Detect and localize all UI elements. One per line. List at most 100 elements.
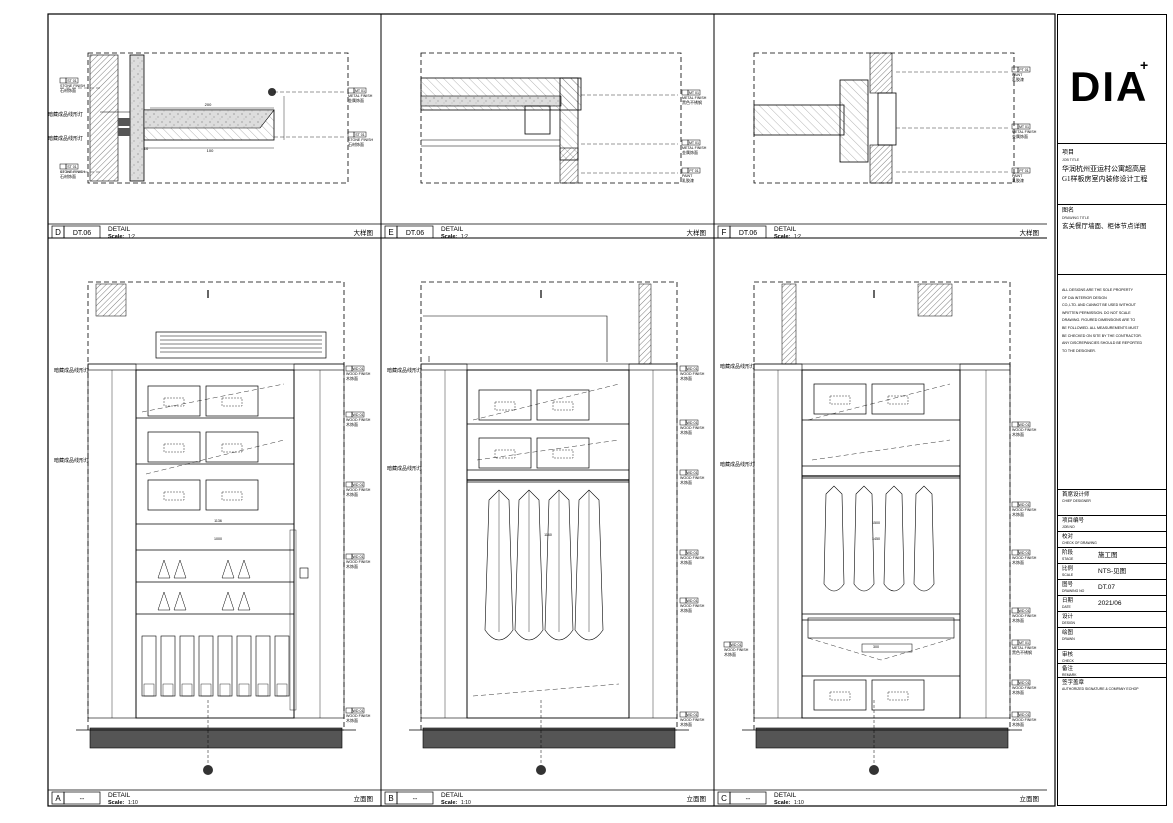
tag-en: STONE FINISH xyxy=(60,84,85,88)
tag-code-box xyxy=(687,89,701,96)
tag-code-box xyxy=(1017,679,1031,686)
shirt xyxy=(823,485,845,592)
tag-code-box xyxy=(353,131,367,138)
project-line-1: 华润杭州亚运村公寓超高层 xyxy=(1062,165,1146,173)
row-label: 备注 xyxy=(1062,666,1074,672)
caption-ref-box xyxy=(63,791,101,805)
tag-cn: 木饰面 xyxy=(680,559,692,565)
caption-scale-label: Scale: xyxy=(774,800,790,806)
tag-code: ST 01 xyxy=(355,133,365,137)
tag-code: PT 01 xyxy=(1019,68,1029,72)
tag-en: STONE FINISH xyxy=(348,138,373,142)
storage-box xyxy=(871,679,925,711)
tag-en: WOOD FINISH xyxy=(346,418,371,422)
light-label: 暗藏成品线形灯 xyxy=(720,461,755,468)
tag-box xyxy=(347,87,355,94)
storage-box xyxy=(478,437,532,469)
tag-code: WD 01 xyxy=(1019,713,1030,717)
tag-code-box xyxy=(687,139,701,146)
dim-label: 300 xyxy=(873,645,879,649)
note-line: WRITTEN PERMISSION. DO NOT SCALE xyxy=(1062,310,1131,315)
tag-code: PT 01 xyxy=(1019,169,1029,173)
logo-text: DIA xyxy=(1070,63,1149,110)
dim-label: 1450 xyxy=(872,537,880,541)
caption-title: DETAIL xyxy=(108,226,131,233)
project-section: 项目 JOB TITLE 华润杭州亚运村公寓超高层 G1样板房室内装修设计工程 xyxy=(1058,143,1166,205)
note-line: BE FOLLOWED. ALL MEASUREMENTS MUST xyxy=(1062,325,1139,330)
tag-code-box xyxy=(351,365,365,372)
row-value: 施工图 xyxy=(1098,552,1118,559)
tag-cn: 石材饰面 xyxy=(60,173,76,179)
row-value: DT.07 xyxy=(1098,584,1115,591)
note-line: BE CHECKED ON SITE BY THE CONTRACTOR. xyxy=(1062,333,1142,338)
tag-cn: 黑色不锈钢 xyxy=(682,99,702,105)
caption-title: DETAIL xyxy=(774,226,797,233)
title-block: DIA + 项目 JOB TITLE 华润杭州亚运村公寓超高层 G1样板房室内装… xyxy=(1057,14,1167,806)
tag-code-box xyxy=(685,469,699,476)
tag-code-box xyxy=(1017,66,1031,73)
note-line: OF DIA INTERIOR DESIGN xyxy=(1062,295,1107,300)
row-label-en: JOB NO xyxy=(1062,525,1075,529)
row-label: 设计 xyxy=(1062,614,1074,620)
tag-code-box xyxy=(1017,167,1031,174)
tag-cn: 木饰面 xyxy=(1012,617,1024,623)
tag-code-box xyxy=(685,549,699,556)
dim-label: 1000 xyxy=(214,537,222,541)
tag-code-box xyxy=(1017,501,1031,508)
caption-ref: DT.06 xyxy=(739,230,757,237)
project-label-en: JOB TITLE xyxy=(1062,158,1080,162)
tag-en: WOOD FINISH xyxy=(680,718,705,722)
tag-box xyxy=(723,641,731,648)
caption-title: DETAIL xyxy=(441,792,464,799)
caption-ref: -- xyxy=(413,796,418,803)
tag-code: MT 01 xyxy=(1019,125,1029,129)
shirt xyxy=(883,485,905,592)
tag-en: STONE FINISH xyxy=(60,170,85,174)
tag-box xyxy=(345,365,353,372)
note-line: TO THE DESIGNER. xyxy=(1062,348,1096,353)
tag-en: WOOD FINISH xyxy=(680,604,705,608)
caption-title: DETAIL xyxy=(108,792,131,799)
light-label: 暗藏成品线形灯 xyxy=(48,135,83,142)
coat xyxy=(484,489,514,641)
row-label-en: SCALE xyxy=(1062,573,1074,577)
tag-code-box xyxy=(351,411,365,418)
drawing-title-section: 图名 DRAWING TITLE 玄关餐厅墙面、柜体节点详图 xyxy=(1058,204,1166,275)
caption-scale: 1:2 xyxy=(461,234,468,240)
light-label: 暗藏成品线形灯 xyxy=(720,363,755,370)
storage-box xyxy=(205,479,259,511)
row-label: 签字盖章 xyxy=(1062,680,1085,686)
drawer xyxy=(807,617,955,639)
caption-scale-label: Scale: xyxy=(108,234,124,240)
tag-cn: 木饰面 xyxy=(346,563,358,569)
tag-cn: 金属饰面 xyxy=(682,149,698,155)
caption-scale-label: Scale: xyxy=(441,800,457,806)
caption-ref-box xyxy=(729,225,767,239)
tag-en: WOOD FINISH xyxy=(346,714,371,718)
tag-en: WOOD FINISH xyxy=(680,426,705,430)
row-label-en: CHIEF DESIGNER xyxy=(1062,499,1091,503)
caption-kind: 立面图 xyxy=(1020,794,1040,803)
tag-box xyxy=(681,139,689,146)
storage-box xyxy=(147,431,201,463)
caption-scale: 1:10 xyxy=(128,800,138,806)
row-label: 项目编号 xyxy=(1062,518,1085,524)
row-label: 阶段 xyxy=(1062,550,1074,556)
project-line-2: G1样板房室内装修设计工程 xyxy=(1062,175,1148,183)
caption-ref: DT.06 xyxy=(406,230,424,237)
caption-kind: 大样图 xyxy=(1020,228,1040,237)
row-label-en: DATE xyxy=(1062,605,1071,609)
shirt xyxy=(853,485,875,592)
caption-scale-label: Scale: xyxy=(108,800,124,806)
tag-en: WOOD FINISH xyxy=(680,476,705,480)
storage-box xyxy=(536,389,590,421)
tag-box xyxy=(679,711,687,718)
tag-code: WD 01 xyxy=(1019,423,1030,427)
tag-code-box xyxy=(65,77,79,84)
tag-cn: 木饰面 xyxy=(346,375,358,381)
tag-code: WD 01 xyxy=(353,413,364,417)
tag-en: METAL FINISH xyxy=(682,146,707,150)
tag-code: WD 01 xyxy=(687,471,698,475)
